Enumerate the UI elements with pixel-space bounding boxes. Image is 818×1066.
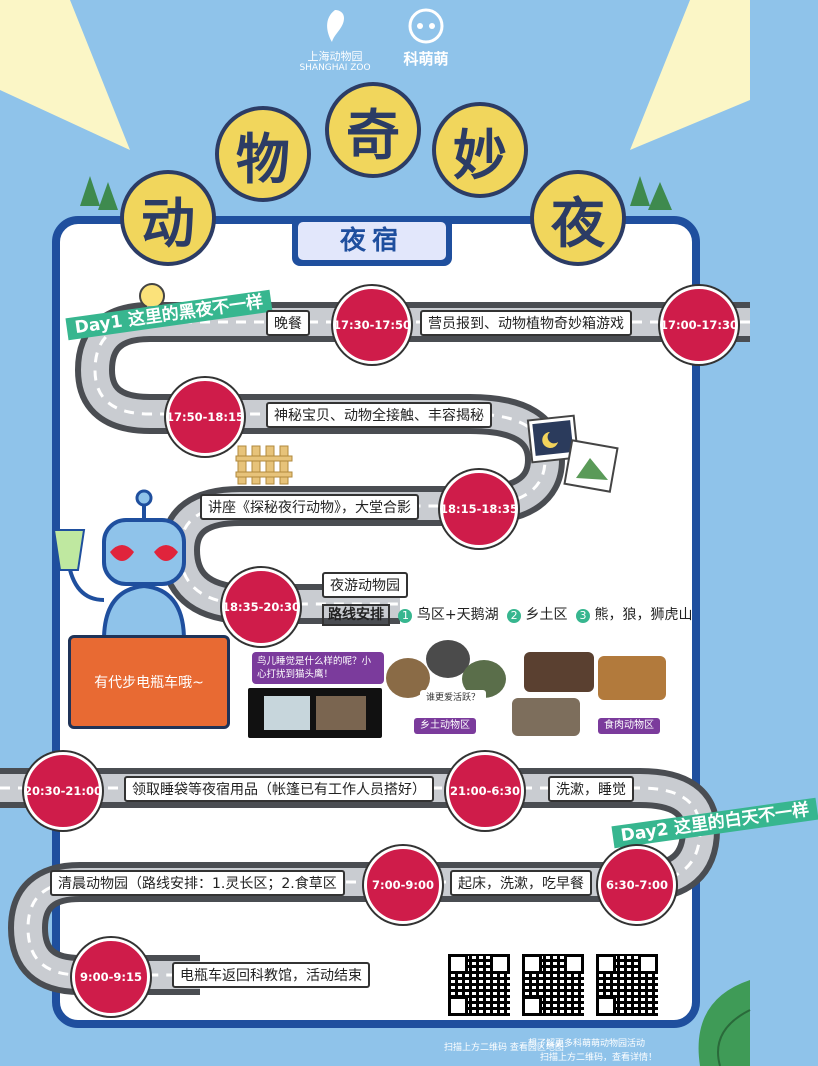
title-char-3: 奇 (325, 82, 421, 178)
leaf-decoration (698, 980, 751, 1066)
title-char-5: 夜 (530, 170, 626, 266)
activity-10: 电瓶车返回科教馆，活动结束 (172, 962, 370, 988)
route-num-3: 3 (576, 609, 590, 623)
activity-7: 洗漱，睡觉 (548, 776, 634, 802)
clock-7: 21:00-6:30 (446, 752, 524, 830)
carnivore-zone-tag: 食肉动物区 (598, 718, 660, 734)
subtitle-text: 夜宿 (298, 222, 446, 260)
bird-bubble: 鸟儿睡觉是什么样的呢？小心打扰到猫头鹰！ (252, 652, 384, 684)
activity-2: 晚餐 (266, 310, 310, 336)
speech-bubble: 有代步电瓶车哦~ (68, 635, 230, 729)
clock-5: 18:35-20:30 (222, 568, 300, 646)
activity-1: 营员报到、动物植物奇妙箱游戏 (420, 310, 632, 336)
route-stop-2: 乡土区 (525, 607, 568, 623)
activity-9: 清晨动物园（路线安排：1.灵长区；2.食草区 (50, 870, 345, 896)
bear-photo (524, 652, 594, 692)
pine-trees-right (630, 176, 672, 210)
robot-mascot (52, 489, 186, 641)
zoo-emblem-icon (327, 10, 344, 42)
who-active-tag: 谁更爱活跃？ (420, 690, 487, 706)
lion-photo (598, 656, 666, 700)
spotlight-beams (0, 0, 750, 150)
owl-photo (316, 696, 366, 730)
clock-9: 7:00-9:00 (364, 846, 442, 924)
activity-8: 起床，洗漱，吃早餐 (450, 870, 592, 896)
wooden-fence (235, 445, 293, 485)
clock-3: 17:50-18:15 (166, 378, 244, 456)
route-num-2: 2 (507, 609, 522, 623)
qr-code-map[interactable] (448, 954, 510, 1016)
activity-5: 夜游动物园 (322, 572, 408, 598)
route-stop-3: 熊，狼，狮虎山 (594, 607, 693, 623)
title-char-1: 动 (120, 170, 216, 266)
route-num-1: 1 (398, 609, 413, 623)
activity-6: 领取睡袋等夜宿用品（帐篷已有工作人员搭好） (124, 776, 434, 802)
film-strip (248, 688, 382, 738)
clock-4: 18:15-18:35 (440, 470, 518, 548)
clock-6: 20:30-21:00 (24, 752, 102, 830)
swan-photo (264, 696, 310, 730)
route-stop-1: 鸟区+天鹅湖 (416, 607, 499, 623)
route-row: 路线安排 1 鸟区+天鹅湖 2 乡土区 3 熊，狼，狮虎山 (322, 604, 693, 626)
zoo-name-cn: 上海动物园 (307, 50, 363, 63)
footer-mid: 想了解更多科萌萌动物园活动 (528, 1039, 646, 1049)
qr-code-activities[interactable] (522, 954, 584, 1016)
qr-code-details[interactable] (596, 954, 658, 1016)
footer-left: 扫描上方二维码 查看园区地图 (444, 1043, 564, 1053)
brand-logo: 科萌萌 (396, 8, 456, 78)
title-char-2: 物 (215, 106, 311, 202)
activity-4: 讲座《探秘夜行动物》，大堂合影 (200, 494, 419, 520)
night-photo-icon (526, 414, 619, 493)
route-label: 路线安排 (322, 604, 390, 626)
activity-3: 神秘宝贝、动物全接触、丰容揭秘 (266, 402, 492, 428)
clock-1: 17:00-17:30 (660, 286, 738, 364)
clock-2: 17:30-17:50 (333, 286, 411, 364)
clock-10: 9:00-9:15 (72, 938, 150, 1016)
title-char-4: 妙 (432, 102, 528, 198)
subtitle-box: 夜宿 (292, 216, 452, 266)
wolf-photo (512, 698, 580, 736)
pine-trees-left (80, 176, 118, 210)
local-zone-tag: 乡土动物区 (414, 718, 476, 734)
clock-8: 6:30-7:00 (598, 846, 676, 924)
zoo-name-en: SHANGHAI ZOO (299, 63, 371, 73)
footer-right: 扫描上方二维码，查看详情！ (540, 1053, 658, 1063)
brand-name: 科萌萌 (403, 50, 449, 68)
shanghai-zoo-logo: 上海动物园 SHANGHAI ZOO (298, 8, 372, 78)
robot-face-icon (408, 8, 444, 44)
